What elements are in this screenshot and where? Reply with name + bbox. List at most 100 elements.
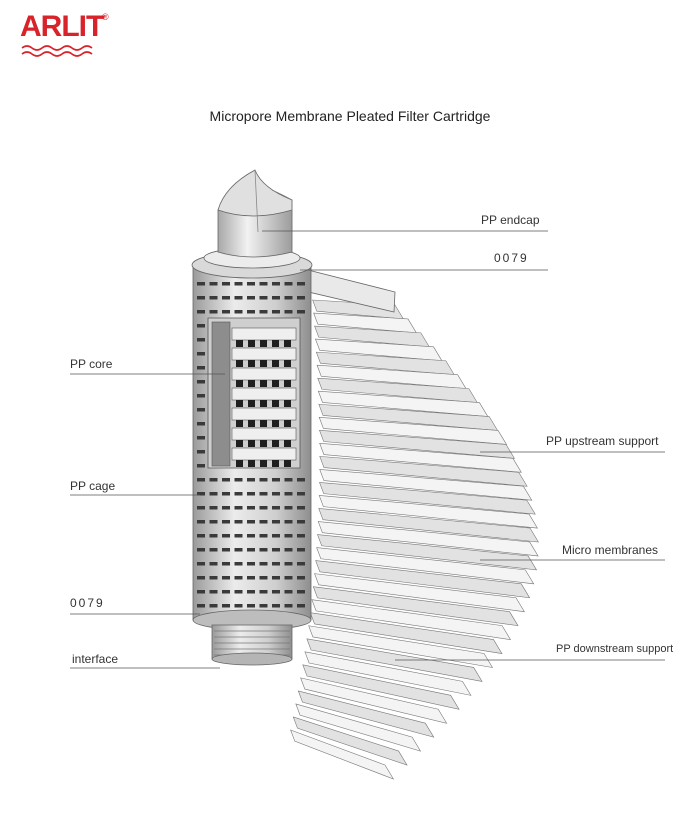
membrane-pleat [302,664,460,710]
cage-slot [272,548,280,552]
cage-slot [284,520,293,524]
core-hole [284,400,291,407]
label-code-bottom: 0079 [70,596,105,610]
pp-cage-slots [197,282,305,608]
cage-slot [247,506,255,510]
cage-slot [222,520,230,524]
cage-slot [272,520,280,524]
membrane-pleat [297,690,435,738]
core-ring [231,347,297,361]
cage-slot [209,478,218,482]
cage-slot [297,492,305,496]
label-interface: interface [72,652,119,666]
cage-slot [284,296,293,300]
cage-slot [197,576,205,580]
cage-slot [197,422,205,426]
cage-slot [197,604,205,608]
cage-slot [259,534,268,538]
cage-slot [209,520,218,524]
cage-slot [222,282,230,286]
label-pp-endcap: PP endcap [481,213,540,227]
core-hole [248,420,255,427]
cage-slot [197,324,205,328]
cage-slot [209,576,218,580]
diagram-title: Micropore Membrane Pleated Filter Cartri… [209,108,491,124]
cage-slot [222,534,230,538]
core-hole [248,380,255,387]
cage-slot [234,520,243,524]
pp-core-rings [231,327,297,467]
cage-slot [272,590,280,594]
cage-slot [197,590,205,594]
cage-slot [197,310,205,314]
core-hole [236,440,243,447]
cage-slot [197,436,205,440]
cage-slot [209,282,218,286]
cage-slot [297,296,305,300]
core-hole [284,460,291,467]
cage-slot [259,562,268,566]
cage-slot [197,366,205,370]
cage-slot [259,310,268,314]
core-hole [260,360,267,367]
core-hole [236,420,243,427]
cage-slot [209,562,218,566]
core-hole [260,420,267,427]
label-pp-cage: PP cage [70,479,116,493]
cage-slot [234,506,243,510]
cage-slot [272,478,280,482]
core-hole [236,340,243,347]
cage-slot [197,506,205,510]
membrane-pleat [319,442,522,473]
cage-slot [197,282,205,286]
cage-slot [259,492,268,496]
membrane-pleat [292,716,408,766]
core-hole [236,460,243,467]
cage-slot [259,548,268,552]
label-code-top: 0079 [494,251,529,265]
membrane-pleat [311,599,512,640]
core-hole [284,340,291,347]
core-hole [260,380,267,387]
core-hole [272,440,279,447]
cage-slot [297,520,305,524]
cage-slot [197,562,205,566]
membrane-pleat [306,638,483,682]
cage-slot [234,282,243,286]
cage-slot [284,562,293,566]
cage-slot [297,590,305,594]
cage-slot [272,492,280,496]
core-hole [272,420,279,427]
cage-slot [284,310,293,314]
cage-slot [272,562,280,566]
cage-slot [197,338,205,342]
cage-slot [259,296,268,300]
cage-slot [284,548,293,552]
core-hole [248,340,255,347]
cage-slot [209,590,218,594]
cage-slot [197,352,205,356]
cage-slot [197,464,205,468]
leader-lines [70,230,665,669]
cage-slot [234,562,243,566]
membrane-pleat [317,534,538,571]
core-ring [231,447,297,461]
cage-slot [297,576,305,580]
cage-slot [272,534,280,538]
label-pp-upstream-support: PP upstream support [546,434,659,448]
cage-slot [247,520,255,524]
cage-slot [247,576,255,580]
cage-slot [222,562,230,566]
cage-slot [222,492,230,496]
cage-slot [284,492,293,496]
cage-slot [297,478,305,482]
membrane-pleat [319,456,528,487]
cage-slot [284,506,293,510]
cage-slot [234,590,243,594]
cage-slot [209,492,218,496]
cage-slot [284,604,293,608]
cage-slot [272,296,280,300]
membrane-pleat [318,416,508,445]
core-hole [272,340,279,347]
